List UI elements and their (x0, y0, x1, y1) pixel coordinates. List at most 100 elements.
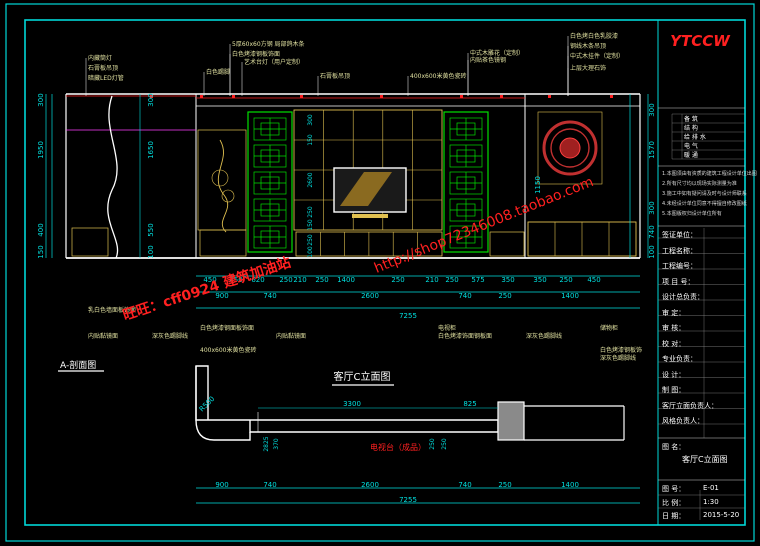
lattice-screen-left (247, 111, 293, 253)
dimension-text: 740 (263, 481, 276, 489)
drawing-name: 客厅C立面图 (682, 455, 728, 464)
plan-radius: R500 (198, 395, 217, 414)
dimension-text: 2600 (361, 481, 379, 489)
tv-reflection (340, 172, 392, 206)
tb-field-label: 校 对： (662, 339, 686, 348)
dimension-text: 250 (429, 438, 436, 450)
dimension-text: 250 (307, 206, 314, 218)
dimension-text: 250 (498, 292, 511, 300)
tb-general-note: 1.本图须由有资质的建筑工程设计单位出图 (662, 171, 757, 177)
note-bottom: 内贴黏镜面 (276, 332, 306, 340)
dimension-text: 450 (229, 276, 242, 284)
dimension-text: 2600 (307, 172, 314, 187)
dimension-text: 550 (147, 223, 155, 236)
tv-stand (352, 214, 388, 218)
scale-value: 1:30 (703, 498, 719, 506)
tb-discipline-label: 暖 通 (684, 152, 698, 159)
chinese-medallion (542, 120, 598, 176)
dimension-text: 450 (203, 276, 216, 284)
scale-label: 比 例： (662, 499, 686, 507)
left-low-cabinet (199, 229, 247, 257)
dimension-text: 250 (307, 234, 314, 246)
dimension-text: 1400 (561, 292, 579, 300)
drawing-no-label: 图 号： (662, 485, 686, 493)
section-title: A-剖面图 (60, 359, 96, 371)
tb-discipline-label: 电 气 (684, 143, 698, 150)
dimension-text: 100 (648, 245, 656, 258)
dimension-lines (45, 94, 649, 504)
tb-field-label: 工程编号： (662, 262, 697, 270)
note-bottom: 400x600米黄色瓷砖 (200, 346, 256, 354)
tb-discipline-label: 给 排 水 (684, 134, 706, 141)
drawing-no: E-01 (703, 484, 719, 492)
tb-field-label: 设 计： (662, 370, 686, 379)
dimension-text: 620 (251, 276, 264, 284)
dimension-text: 1400 (337, 276, 355, 284)
tb-field-label: 审 核： (662, 324, 686, 332)
tb-field-label: 制 图： (662, 386, 686, 394)
dimension-text: 740 (458, 292, 471, 300)
tb-general-note: 4.未经设计单位同意不得擅自修改图纸 (662, 201, 747, 207)
logo: YTCCW (670, 32, 731, 50)
dimension-text: 1950 (37, 141, 45, 159)
note-top: 内贴茶色镜钢 (470, 56, 506, 64)
dimension-text: 350 (533, 276, 546, 284)
note-bottom: 储物柜 (600, 324, 618, 332)
dimension-text: 900 (215, 292, 228, 300)
total-width: 7255 (399, 312, 417, 320)
note-bottom: 白色烤漆钢板饰 (600, 346, 642, 354)
dimension-text: 1150 (534, 176, 542, 194)
lattice-screen-right (443, 111, 489, 253)
drawing-name-label: 图 名： (662, 443, 686, 451)
plant-motif (217, 139, 229, 233)
dimension-text: 575 (471, 276, 484, 284)
date-label: 日 期： (662, 512, 686, 520)
tb-field-label: 风格负责人： (662, 417, 704, 425)
note-left: 内藏筒灯 (88, 54, 112, 62)
note-top: 400x600米黄色瓷砖 (410, 72, 466, 80)
note-left: 石膏板吊顶 (88, 64, 118, 72)
title-block: YTCCW (657, 20, 745, 525)
dimension-text: 150 (307, 134, 314, 146)
tb-field-label: 审 定： (662, 308, 686, 317)
dimension-text: 740 (458, 481, 471, 489)
tb-field-label: 项 目 号： (662, 277, 695, 286)
dimension-text: 250 (315, 276, 328, 284)
dimension-text: 100 (147, 245, 155, 258)
dimension-text: 1570 (648, 141, 656, 159)
inner-frame (24, 19, 746, 526)
dimension-text: 740 (648, 225, 656, 238)
note-top: 石膏板吊顶 (320, 72, 350, 80)
dimension-text: 250 (441, 438, 448, 450)
tb-general-note: 3.施工中如有疑问请及时与设计师联系 (662, 191, 747, 197)
outer-frame (5, 3, 755, 542)
tb-field-label: 专业负责： (662, 355, 697, 363)
note-top: 5厚60x60方钢 局部鸽木条 (232, 40, 305, 48)
dimension-text: 100 (307, 246, 314, 258)
total-width: 7255 (399, 496, 417, 504)
tv-label: 电视台（成品） (370, 442, 426, 452)
note-top: 艺术台灯（用户定制） (244, 58, 304, 66)
dimension-text: 300 (37, 93, 45, 106)
dimension-text: 250 (445, 276, 458, 284)
note-bottom: 白色烤漆钢面板饰面 (200, 324, 254, 332)
note-left: 暗藏LED灯管 (88, 74, 124, 82)
note-top: 钢线木条吊顶 (570, 42, 606, 50)
dimension-text: 300 (147, 93, 155, 106)
dimension-text: 1400 (561, 481, 579, 489)
note-bottom: 深灰色踢脚线 (526, 332, 562, 340)
left-cabinet (71, 227, 109, 257)
note-bottom: 深灰色踢脚线 (600, 354, 636, 362)
note-bottom: 乳白色墙面板饰面 (88, 306, 136, 314)
tb-field-label: 工程名称： (662, 246, 697, 255)
dimension-text: 3300 (343, 400, 361, 408)
dimension-text: 300 (307, 114, 314, 126)
plan-column (497, 401, 525, 441)
dimension-text: 350 (501, 276, 514, 284)
dimension-text: 250 (279, 276, 292, 284)
tb-field-label: 客厅立面负责人： (662, 401, 718, 410)
dimension-text: 150 (37, 245, 45, 258)
dimension-text: 300 (648, 201, 656, 214)
dimension-text: 250 (498, 481, 511, 489)
